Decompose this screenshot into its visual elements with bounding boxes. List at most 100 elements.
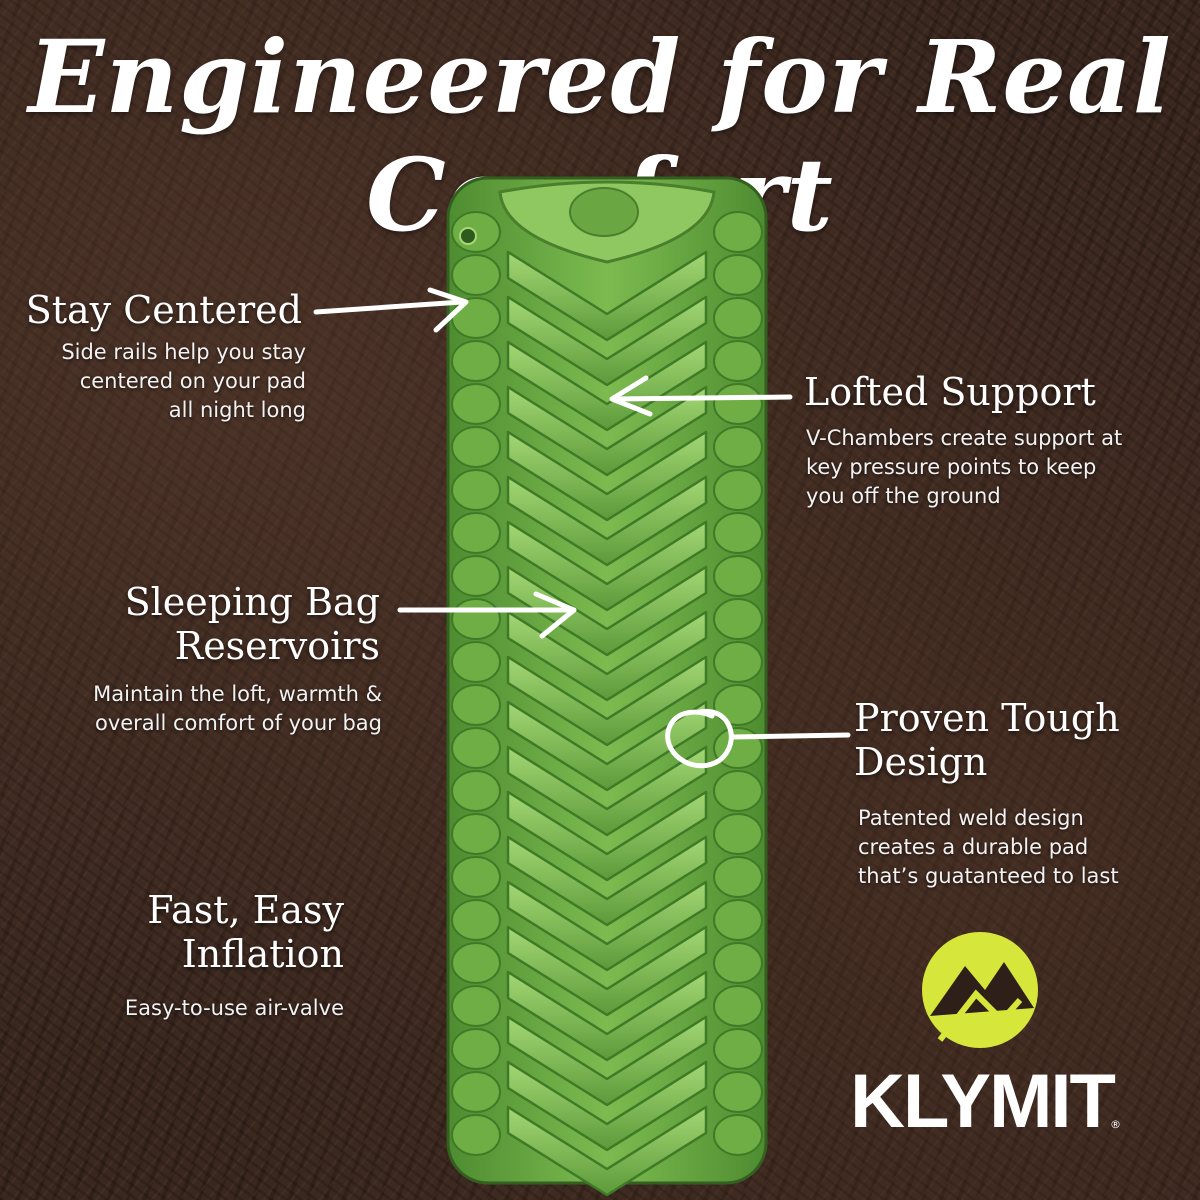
- v-chamber: [506, 610, 708, 702]
- lofted-support-heading: Lofted Support: [804, 370, 1096, 414]
- side-rail-chamber: [713, 856, 763, 898]
- side-rail-chamber: [451, 856, 501, 898]
- side-rail-chamber: [713, 555, 763, 597]
- v-chamber: [506, 655, 708, 747]
- side-rail-chamber: [713, 598, 763, 640]
- side-rail-chamber: [713, 1114, 763, 1156]
- description-line: Easy-to-use air-valve: [124, 996, 344, 1020]
- side-rail-chamber: [451, 942, 501, 984]
- proven-tough-design-description: Patented weld design creates a durable p…: [858, 804, 1188, 891]
- stay-centered-description: Side rails help you stay centered on you…: [20, 338, 306, 425]
- description-line: that’s guatanteed to last: [858, 864, 1119, 888]
- side-rail-chamber: [451, 340, 501, 382]
- heading-line: Reservoirs: [174, 624, 380, 668]
- sleeping-bag-reservoirs-description: Maintain the loft, warmth & overall comf…: [40, 680, 382, 738]
- description-line: you off the ground: [806, 484, 1001, 508]
- heading-line: Proven Tough: [854, 696, 1120, 740]
- sleeping-bag-reservoirs-heading: Sleeping Bag Reservoirs: [60, 580, 380, 668]
- side-rail-chamber: [451, 383, 501, 425]
- side-rail-chamber: [713, 383, 763, 425]
- side-rail-chamber: [713, 512, 763, 554]
- stay-centered-heading: Stay Centered: [25, 288, 302, 332]
- description-line: Patented weld design: [858, 806, 1084, 830]
- description-line: overall comfort of your bag: [94, 711, 382, 735]
- arrow-icon: [729, 732, 851, 740]
- side-rail-chamber: [713, 813, 763, 855]
- v-chamber: [506, 970, 708, 1062]
- arrow-icon: [609, 375, 793, 417]
- side-rail-chamber: [713, 297, 763, 339]
- side-rail-chamber: [713, 426, 763, 468]
- side-rail-chamber: [451, 1028, 501, 1070]
- klymit-logo-icon: [922, 932, 1038, 1048]
- v-chamber: [506, 835, 708, 927]
- side-rail-chamber: [451, 770, 501, 812]
- heading-line: Fast, Easy: [147, 888, 344, 932]
- side-rail-chamber: [713, 641, 763, 683]
- side-rail-chamber: [451, 555, 501, 597]
- side-rail-chamber: [451, 899, 501, 941]
- side-rail-chamber: [713, 899, 763, 941]
- side-rail-chamber: [451, 512, 501, 554]
- v-chamber: [506, 520, 708, 612]
- side-rail-chamber: [713, 340, 763, 382]
- v-chamber: [506, 1015, 708, 1107]
- circle-highlight-icon: [665, 708, 734, 769]
- description-line: all night long: [168, 398, 306, 422]
- v-chamber: [506, 430, 708, 522]
- proven-tough-design-heading: Proven Tough Design: [854, 696, 1184, 784]
- description-line: key pressure points to keep: [806, 455, 1097, 479]
- v-chamber: [506, 790, 708, 882]
- description-line: V-Chambers create support at: [806, 426, 1123, 450]
- side-rail-chamber: [451, 641, 501, 683]
- side-rail-chamber: [713, 942, 763, 984]
- side-rail-chamber: [713, 684, 763, 726]
- air-valve: [459, 227, 477, 245]
- description-line: Side rails help you stay: [61, 340, 306, 364]
- v-chamber: [506, 745, 708, 837]
- v-chamber: [506, 385, 708, 477]
- lofted-support-description: V-Chambers create support at key pressur…: [806, 424, 1186, 511]
- side-rail-chamber: [451, 985, 501, 1027]
- description-line: Maintain the loft, warmth &: [93, 682, 382, 706]
- side-rail-chamber: [713, 985, 763, 1027]
- arrow-icon: [397, 591, 577, 639]
- heading-line: Inflation: [181, 932, 344, 976]
- side-rail-chamber: [451, 598, 501, 640]
- side-rail-chamber: [451, 813, 501, 855]
- v-chamber: [506, 1105, 708, 1197]
- side-rail-chamber: [713, 211, 763, 253]
- trademark-symbol: ®: [1110, 1118, 1121, 1131]
- side-rail-chamber: [451, 727, 501, 769]
- v-chamber: [506, 925, 708, 1017]
- side-rail-chamber: [451, 254, 501, 296]
- side-rail-chamber: [451, 1114, 501, 1156]
- v-chamber: [506, 700, 708, 792]
- v-chamber: [506, 475, 708, 567]
- side-rail-chamber: [451, 1071, 501, 1113]
- side-rail-chamber: [451, 469, 501, 511]
- brand-name: KLYMIT: [850, 1059, 1116, 1144]
- side-rails: [451, 211, 763, 1156]
- side-rail-chamber: [713, 469, 763, 511]
- description-line: centered on your pad: [79, 369, 306, 393]
- side-rail-chamber: [713, 254, 763, 296]
- side-rail-chamber: [713, 1028, 763, 1070]
- fast-easy-inflation-heading: Fast, Easy Inflation: [60, 888, 344, 976]
- side-rail-chamber: [713, 1071, 763, 1113]
- heading-line: Sleeping Bag: [124, 580, 380, 624]
- arrow-icon: [313, 287, 469, 333]
- v-chamber: [506, 250, 708, 342]
- v-chamber: [506, 295, 708, 387]
- v-chamber: [506, 340, 708, 432]
- heading-line: Design: [854, 740, 988, 784]
- description-line: creates a durable pad: [858, 835, 1089, 859]
- side-rail-chamber: [451, 684, 501, 726]
- v-chamber: [506, 1060, 708, 1152]
- fast-easy-inflation-description: Easy-to-use air-valve: [40, 994, 344, 1023]
- side-rail-chamber: [713, 770, 763, 812]
- v-chamber: [506, 880, 708, 972]
- side-rail-chamber: [451, 426, 501, 468]
